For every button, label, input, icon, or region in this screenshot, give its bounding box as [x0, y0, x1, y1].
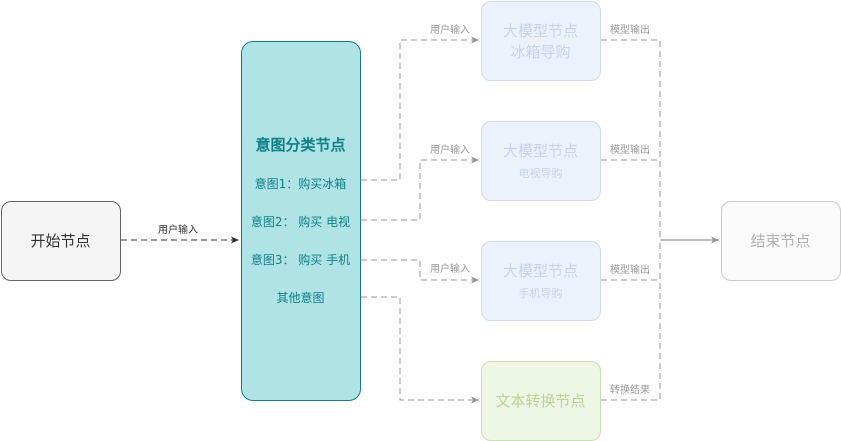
intent-classification-node[interactable]: 意图分类节点 意图1：购买冰箱 意图2： 购买 电视 意图3： 购买 手机 其他… — [240, 40, 361, 401]
llm-node-tv[interactable]: 大模型节点 电视导购 — [480, 120, 601, 201]
edge-convert-to-end — [601, 240, 661, 401]
llm-node-fridge[interactable]: 大模型节点 冰箱导购 — [480, 0, 601, 81]
intent-option-3: 意图3： 购买 手机 — [250, 252, 351, 267]
end-node-label: 结束节点 — [750, 232, 811, 250]
start-node-label: 开始节点 — [30, 232, 91, 250]
text-convert-node[interactable]: 文本转换节点 — [480, 360, 601, 441]
edge-intent-to-llm-fridge — [361, 36, 479, 181]
end-node[interactable]: 结束节点 — [720, 200, 841, 281]
edge-label-model-output-tv: 模型输出 — [609, 145, 651, 157]
llm-node-phone[interactable]: 大模型节点 手机导购 — [480, 240, 601, 321]
llm-node-phone-subtitle: 手机导购 — [518, 287, 563, 300]
llm-node-fridge-title: 大模型节点 — [502, 21, 578, 40]
edge-label-model-output-fridge: 模型输出 — [609, 25, 651, 37]
edge-label-user-input-start: 用户输入 — [157, 225, 199, 237]
edge-llm-tv-to-end — [601, 159, 661, 240]
intent-node-title: 意图分类节点 — [255, 135, 346, 154]
edge-intent-to-llm-tv — [361, 156, 479, 221]
llm-node-tv-title: 大模型节点 — [502, 142, 578, 160]
llm-node-tv-subtitle: 电视导购 — [518, 167, 563, 180]
text-convert-node-label: 文本转换节点 — [495, 392, 586, 410]
edge-llm-fridge-to-end — [601, 39, 661, 240]
edge-label-user-input-tv: 用户输入 — [429, 145, 471, 157]
edge-label-user-input-fridge: 用户输入 — [429, 25, 471, 37]
llm-node-fridge-subtitle: 冰箱导购 — [510, 42, 571, 61]
start-node[interactable]: 开始节点 — [0, 200, 121, 281]
edge-label-user-input-phone: 用户输入 — [429, 264, 471, 276]
llm-node-phone-title: 大模型节点 — [502, 262, 578, 280]
intent-option-other: 其他意图 — [276, 290, 325, 305]
edge-label-convert-result: 转换结果 — [609, 385, 651, 397]
edge-label-model-output-phone: 模型输出 — [609, 265, 651, 277]
intent-option-1: 意图1：购买冰箱 — [254, 176, 347, 191]
intent-option-2: 意图2： 购买 电视 — [250, 214, 351, 229]
edge-intent-to-convert — [361, 296, 479, 404]
